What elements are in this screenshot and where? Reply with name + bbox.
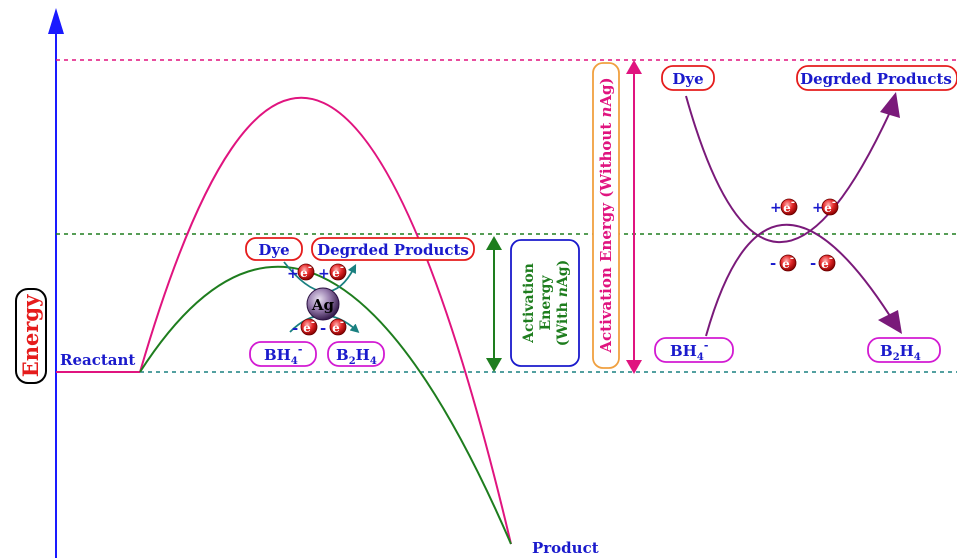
svg-text:-: -	[340, 262, 344, 273]
cluster-electron-icon: e -	[297, 262, 315, 281]
svg-text:Activation: Activation	[521, 263, 537, 344]
svg-text:e: e	[332, 266, 340, 280]
cluster-plus-1: +	[287, 266, 299, 282]
mech-electron-icon: e -	[818, 253, 836, 272]
activation-without-box	[592, 62, 620, 369]
cluster-b2h4-label: B2H4	[336, 346, 377, 367]
cluster-minus-1: -	[292, 319, 298, 337]
reactant-label: Reactant	[60, 351, 135, 369]
uncatalyzed-curve	[139, 96, 512, 545]
svg-text:(With nAg): (With nAg)	[555, 260, 571, 346]
y-axis-arrowhead-icon	[48, 8, 64, 34]
ag-catalyst-icon: Ag	[306, 287, 340, 321]
arrow-down-icon	[486, 358, 502, 372]
ag-label: Ag	[311, 296, 335, 314]
mechanism-diagram: Dye Degrded Products + e - + e - - e -	[654, 65, 957, 363]
activation-with-box	[510, 239, 580, 367]
product-label: Product	[532, 539, 599, 557]
svg-text:-: -	[308, 262, 312, 273]
mech-b2h4-box	[867, 337, 941, 363]
svg-text:Activation Energy (Without nAg: Activation Energy (Without nAg)	[597, 77, 615, 353]
svg-text:e: e	[824, 201, 832, 215]
mech-minus-2: -	[810, 254, 816, 272]
mech-electron-icon: e -	[821, 197, 839, 216]
cluster-dye-label: Dye	[258, 241, 289, 259]
mech-products-box	[796, 65, 957, 91]
mech-products-label: Degrded Products	[800, 70, 952, 88]
svg-text:-: -	[791, 197, 795, 208]
mech-lower-arrowhead-icon	[878, 310, 902, 334]
svg-text:-: -	[311, 317, 315, 328]
energy-axis-label: Energy	[15, 288, 47, 384]
svg-text:Energy: Energy	[538, 275, 554, 331]
mech-minus-1: -	[770, 254, 776, 272]
svg-text:e: e	[332, 321, 340, 335]
mech-dye-box	[661, 65, 715, 91]
cluster-electron-icon: e -	[300, 317, 318, 336]
svg-text:e: e	[783, 201, 791, 215]
arrow-up-icon	[486, 236, 502, 250]
cluster-electron-icon: e -	[329, 262, 347, 281]
cluster-b2h4-box	[327, 341, 385, 367]
svg-text:e: e	[782, 257, 790, 271]
catalyzed-curve	[139, 265, 512, 545]
mech-b2h4-label: B2H4	[880, 342, 921, 363]
catalyst-cluster: Dye Degrded Products + e - + e - Ag - e	[245, 237, 475, 367]
svg-text:-: -	[340, 317, 344, 328]
cluster-products-label: Degrded Products	[317, 241, 469, 259]
svg-text:e: e	[303, 321, 311, 335]
arrow-down-icon	[626, 360, 642, 374]
activation-with-label: Activation Energy (With nAg)	[521, 260, 571, 346]
mech-lower-curve	[705, 223, 891, 337]
activation-without-arrow	[626, 60, 642, 374]
mech-bh4-label: BH4-	[670, 339, 708, 363]
cluster-dye-box	[245, 237, 303, 261]
svg-text:-: -	[790, 253, 794, 264]
arrow-up-icon	[626, 60, 642, 74]
mech-electron-icon: e -	[779, 253, 797, 272]
mech-dye-label: Dye	[672, 70, 703, 88]
mech-bh4-box	[654, 337, 734, 363]
mech-electron-icon: e -	[780, 197, 798, 216]
cluster-products-box	[311, 237, 475, 261]
activation-without-label: Activation Energy (Without nAg)	[597, 77, 615, 353]
svg-text:e: e	[300, 266, 308, 280]
mech-upper-arrowhead-icon	[880, 92, 900, 118]
mech-upper-curve	[685, 95, 891, 243]
svg-text:-: -	[832, 197, 836, 208]
svg-text:-: -	[829, 253, 833, 264]
svg-text:e: e	[821, 257, 829, 271]
mech-plus-1: +	[770, 200, 782, 216]
energy-label-text: Energy	[18, 294, 43, 377]
cluster-bh4-label: BH4-	[264, 343, 302, 367]
cluster-minus-2: -	[320, 319, 326, 337]
activation-with-arrow	[486, 236, 502, 372]
cluster-electron-icon: e -	[329, 317, 347, 336]
cluster-bh4-box	[249, 341, 317, 367]
mech-plus-2: +	[812, 200, 824, 216]
cluster-plus-2: +	[318, 266, 330, 282]
